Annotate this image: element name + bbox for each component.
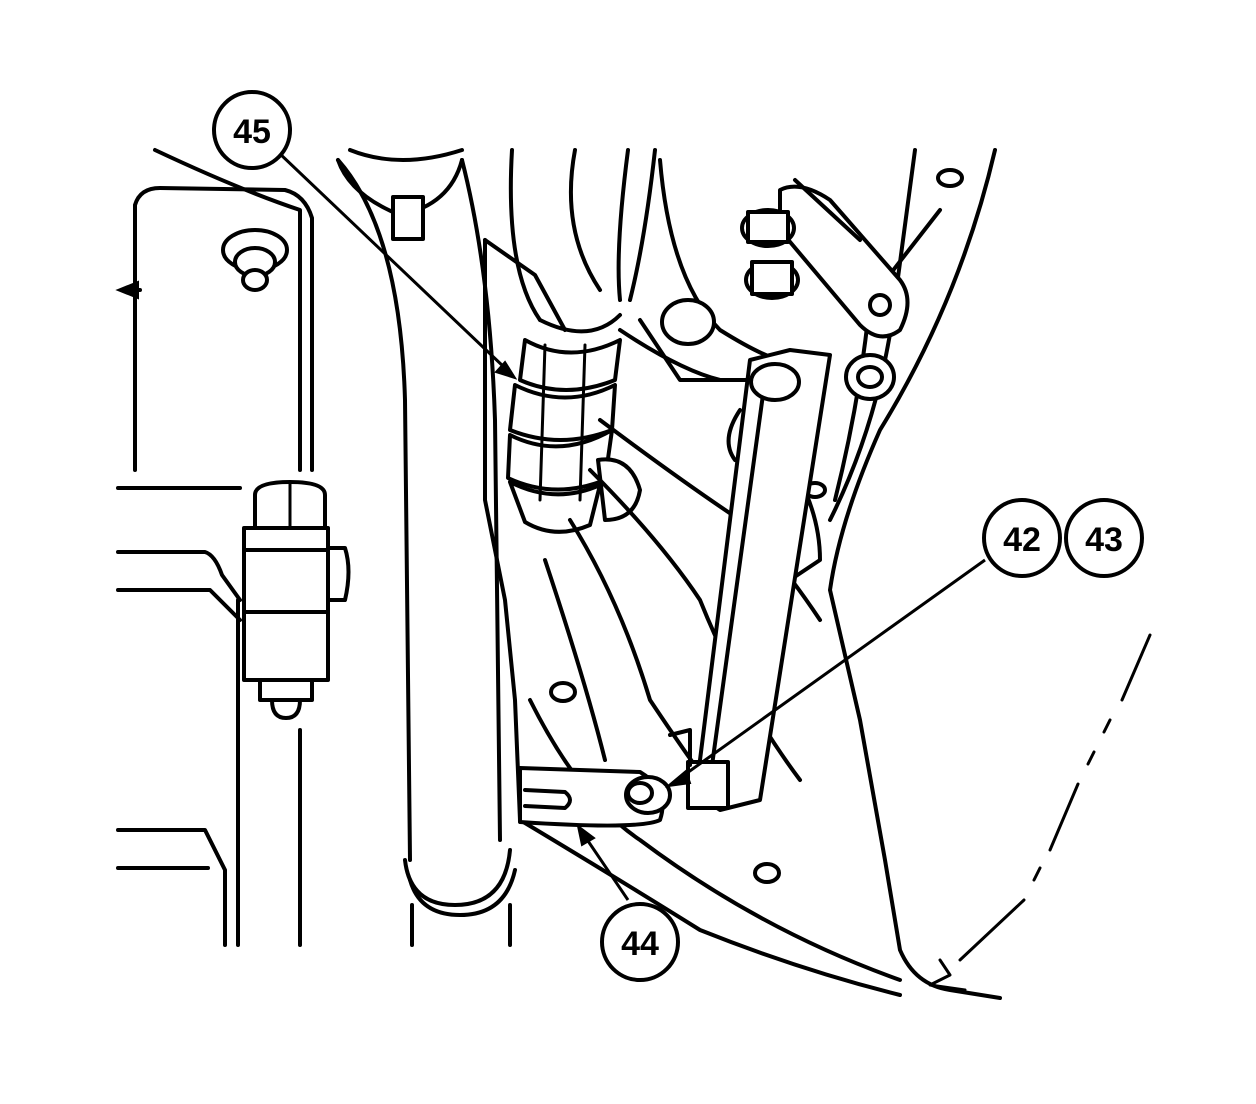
link-arm-assembly [660,178,910,812]
strap-bracket [518,766,672,828]
clamp-bolt-assembly [242,480,351,947]
callout-45-label: 45 [233,113,271,151]
mid-bolt-head [660,298,716,346]
callout-43-label: 43 [1085,521,1123,559]
callout-42-label: 42 [1003,521,1041,559]
callout-44-label: 44 [621,925,659,963]
left-housing [115,148,314,947]
dashed-centerline [928,633,1152,992]
mid-nut-left [749,362,801,402]
housing-bolt-top [221,228,289,292]
leader-lines [276,150,986,901]
callout-45: 45 [212,90,292,170]
vertical-tube [336,148,517,947]
mid-nut-right [844,353,896,401]
body-contours [483,148,1002,1000]
callout-43: 43 [1064,498,1144,578]
upper-bolt-2 [744,260,800,300]
hose-assembly [506,148,657,534]
callout-44: 44 [600,902,680,982]
upper-bolt-1 [740,208,796,248]
callout-42: 42 [982,498,1062,578]
